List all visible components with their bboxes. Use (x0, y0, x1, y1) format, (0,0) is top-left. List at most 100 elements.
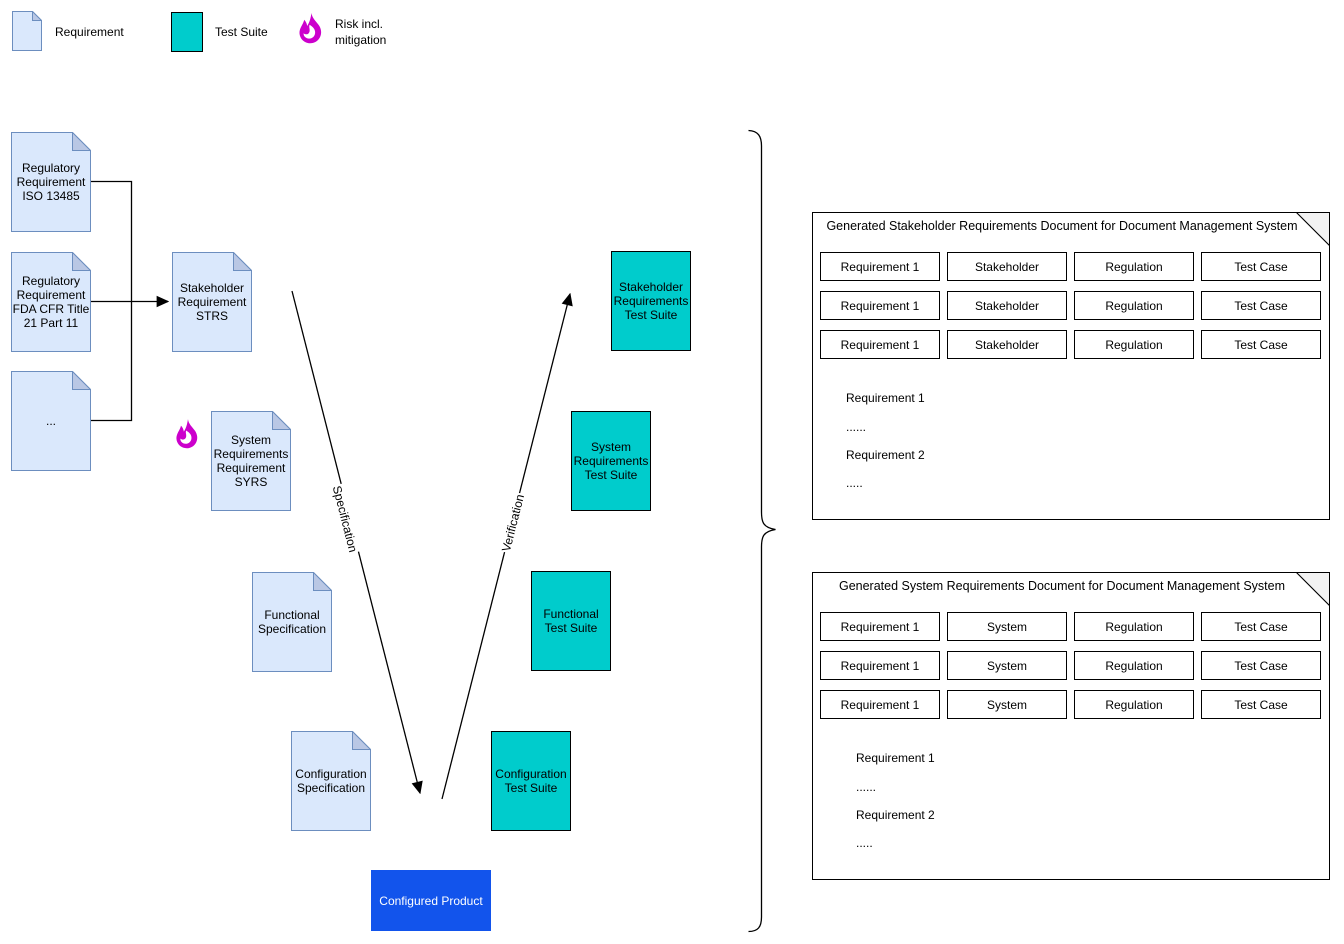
body-line: ..... (856, 836, 873, 850)
panel-title: Generated Stakeholder Requirements Docum… (826, 219, 1298, 233)
table-cell: Regulation (1074, 291, 1194, 320)
cell-text: System (986, 658, 1027, 673)
body-line: Requirement 2 (846, 448, 925, 462)
body-line: Requirement 1 (846, 391, 925, 405)
table-cell: Test Case (1201, 252, 1321, 281)
cell-text: System (986, 697, 1027, 712)
configured-product-box: Configured Product (371, 870, 491, 931)
body-line: Requirement 2 (856, 808, 935, 822)
doc-regulatory-iso13485: Regulatory Requirement ISO 13485 (11, 132, 91, 232)
table-cell: System (947, 690, 1067, 719)
risk-flame-icon (176, 419, 198, 449)
body-line: ...... (846, 420, 867, 434)
test-suite-system-requirements: System Requirements Test Suite (571, 411, 651, 511)
table-cell: Requirement 1 (820, 690, 940, 719)
cell-text: Test Case (1234, 259, 1288, 274)
document-shape (211, 411, 291, 511)
legend-requirement-label: Requirement (55, 25, 124, 39)
configured-product-label: Configured Product (379, 893, 483, 908)
doc-regulatory-more: ... (11, 371, 91, 471)
cell-text: Requirement 1 (840, 337, 920, 352)
table-cell: Stakeholder (947, 252, 1067, 281)
doc-label: Regulatory Requirement ISO 13485 (16, 160, 86, 204)
document-shape (11, 132, 91, 232)
table-cell: Test Case (1201, 612, 1321, 641)
cell-text: Test Case (1234, 658, 1288, 673)
body-line: ..... (846, 476, 863, 490)
table-cell: Stakeholder (947, 330, 1067, 359)
cell-text: Requirement 1 (840, 658, 920, 673)
table-cell: Requirement 1 (820, 291, 940, 320)
doc-label: System Requirements Requirement SYRS (213, 432, 289, 490)
doc-regulatory-fda-cfr: Regulatory Requirement FDA CFR Title 21 … (11, 252, 91, 352)
table-cell: Requirement 1 (820, 252, 940, 281)
panel-document-shape (812, 212, 1330, 520)
table-cell: Regulation (1074, 612, 1194, 641)
legend-risk-flame-icon (299, 13, 322, 44)
panel-document-shape (812, 572, 1330, 880)
table-cell: System (947, 651, 1067, 680)
document-shape (11, 252, 91, 352)
table-cell: Requirement 1 (820, 330, 940, 359)
legend-requirement-icon (12, 11, 42, 51)
table-cell: Stakeholder (947, 291, 1067, 320)
test-suite-configuration: Configuration Test Suite (491, 731, 571, 831)
cell-text: Test Case (1234, 298, 1288, 313)
test-suite-label: Stakeholder Requirements Test Suite (613, 279, 689, 323)
cell-text: Regulation (1105, 259, 1163, 274)
cell-text: Regulation (1105, 337, 1163, 352)
doc-label: Stakeholder Requirement STRS (177, 280, 247, 324)
cell-text: Stakeholder (974, 298, 1040, 313)
cell-text: System (986, 619, 1027, 634)
table-cell: Test Case (1201, 291, 1321, 320)
doc-label: Configuration Specification (295, 766, 367, 795)
table-cell: Test Case (1201, 330, 1321, 359)
doc-system-requirements-syrs: System Requirements Requirement SYRS (211, 411, 291, 511)
cell-text: Requirement 1 (840, 298, 920, 313)
doc-label: ... (45, 413, 56, 428)
doc-configuration-specification: Configuration Specification (291, 731, 371, 831)
body-line: Requirement 1 (856, 751, 935, 765)
curly-brace (748, 129, 776, 933)
doc-functional-specification: Functional Specification (252, 572, 332, 672)
cell-text: Regulation (1105, 697, 1163, 712)
cell-text: Stakeholder (974, 259, 1040, 274)
cell-text: Regulation (1105, 298, 1163, 313)
table-cell: Requirement 1 (820, 612, 940, 641)
body-line: ...... (856, 780, 877, 794)
connector-regulatory-merge (91, 180, 133, 422)
specification-edge-label: Specification (329, 483, 361, 555)
cell-text: Requirement 1 (840, 259, 920, 274)
panel-generated-stakeholder-requirements: Generated Stakeholder Requirements Docum… (812, 212, 1330, 520)
verification-edge-label: Verification (498, 491, 528, 555)
table-cell: Requirement 1 (820, 651, 940, 680)
cell-text: Requirement 1 (840, 697, 920, 712)
doc-label: Functional Specification (257, 607, 327, 636)
legend-risk-label: Risk incl. mitigation (335, 17, 387, 47)
table-cell: Regulation (1074, 651, 1194, 680)
test-suite-label: Configuration Test Suite (495, 766, 567, 795)
cell-text: Stakeholder (974, 337, 1040, 352)
table-cell: Regulation (1074, 690, 1194, 719)
table-cell: Regulation (1074, 330, 1194, 359)
legend-test-suite-icon (171, 12, 203, 52)
table-cell: Regulation (1074, 252, 1194, 281)
document-shape (11, 371, 91, 471)
cell-text: Test Case (1234, 619, 1288, 634)
test-suite-functional: Functional Test Suite (531, 571, 611, 671)
test-suite-label: Functional Test Suite (543, 606, 599, 635)
doc-stakeholder-requirement-strs: Stakeholder Requirement STRS (172, 252, 252, 352)
table-cell: Test Case (1201, 651, 1321, 680)
document-icon (12, 11, 42, 51)
legend-test-suite-label: Test Suite (215, 25, 268, 39)
test-suite-label: System Requirements Test Suite (573, 439, 649, 483)
cell-text: Requirement 1 (840, 619, 920, 634)
panel-generated-system-requirements: Generated System Requirements Document f… (812, 572, 1330, 880)
test-suite-stakeholder-requirements: Stakeholder Requirements Test Suite (611, 251, 691, 351)
cell-text: Test Case (1234, 337, 1288, 352)
doc-label: Regulatory Requirement FDA CFR Title 21 … (12, 273, 90, 331)
cell-text: Regulation (1105, 619, 1163, 634)
table-cell: Test Case (1201, 690, 1321, 719)
cell-text: Test Case (1234, 697, 1288, 712)
